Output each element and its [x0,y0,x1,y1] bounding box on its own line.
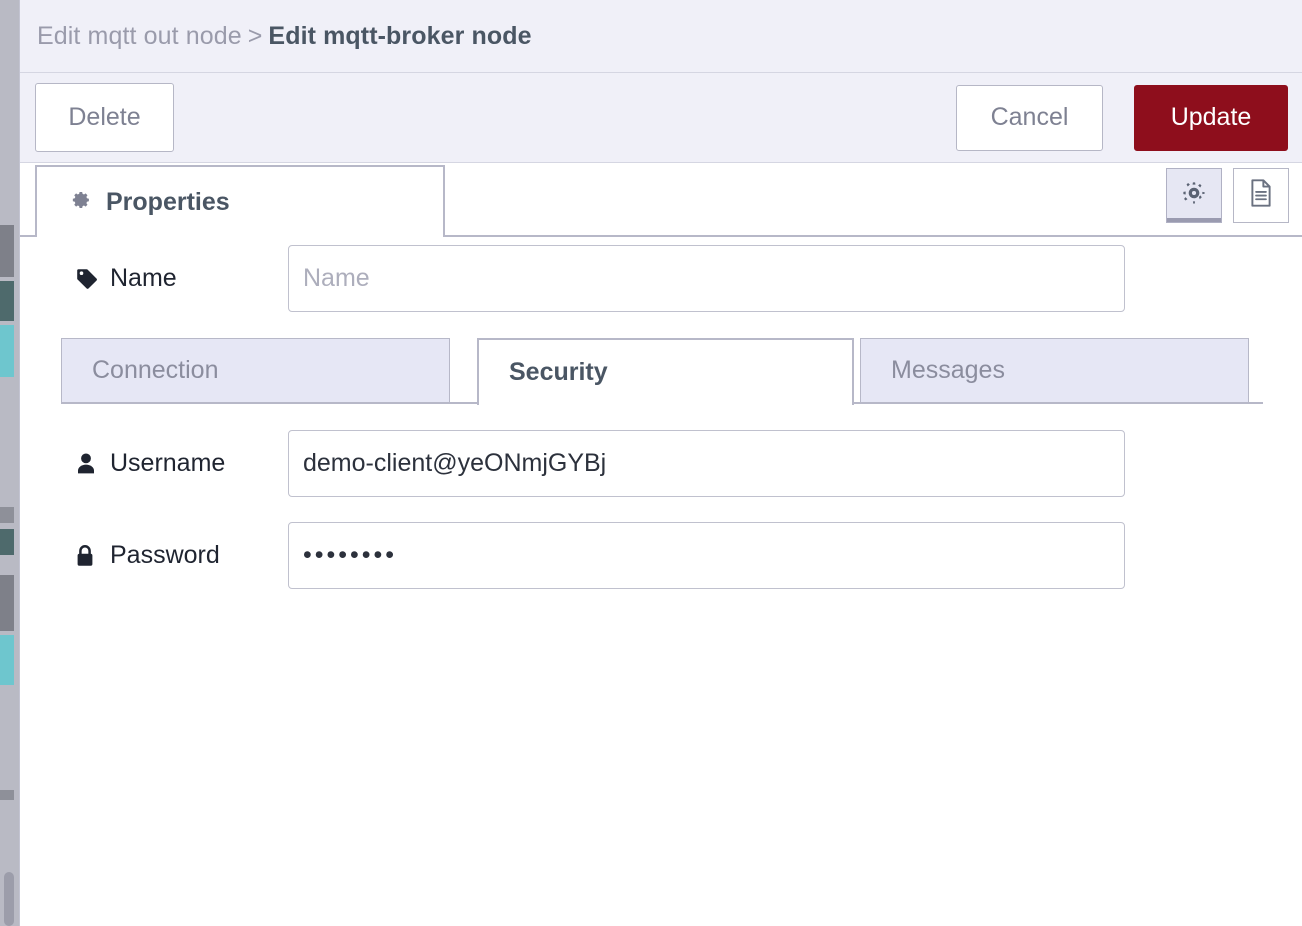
properties-tool-button[interactable] [1166,168,1222,223]
gear-icon [67,187,93,218]
canvas-node-fragment [0,529,14,555]
password-label: Password [75,541,288,570]
delete-button[interactable]: Delete [35,83,174,152]
form-row-password: Password [75,522,1125,589]
breadcrumb-parent[interactable]: Edit mqtt out node [37,21,242,50]
tab-properties[interactable]: Properties [35,165,445,237]
name-label: Name [75,264,288,293]
description-tool-button[interactable] [1233,168,1289,223]
dialog-tab-strip: Properties [20,163,1302,237]
canvas-node-fragment [0,281,14,321]
edit-node-dialog: Edit mqtt out node>Edit mqtt-broker node… [19,0,1302,926]
form-row-name: Name [75,245,1125,312]
breadcrumb-separator: > [247,21,263,50]
sub-tab-security-label: Security [509,358,608,386]
sub-tab-messages-label: Messages [891,356,1005,384]
name-label-text: Name [110,264,177,292]
breadcrumb-current: Edit mqtt-broker node [268,21,532,50]
gear-icon [1181,180,1207,211]
canvas-node-fragment [0,790,14,800]
canvas-node-fragment [0,507,14,523]
tab-strip-baseline [20,235,1302,237]
cancel-button[interactable]: Cancel [956,84,1103,151]
canvas-scrollbar-thumb[interactable] [4,872,14,926]
username-label: Username [75,449,288,478]
dialog-header: Edit mqtt out node>Edit mqtt-broker node [20,0,1302,73]
breadcrumb: Edit mqtt out node>Edit mqtt-broker node [37,22,532,51]
username-input[interactable] [288,430,1125,497]
canvas-node-fragment [0,225,14,277]
editor-canvas-sliver [0,0,19,926]
sub-tab-security[interactable]: Security [477,338,854,405]
dialog-tool-buttons [1166,168,1289,223]
user-icon [75,452,101,476]
name-input[interactable] [288,245,1125,312]
dialog-body: Name Connection Security Messages [20,237,1302,926]
form-row-username: Username [75,430,1125,497]
password-label-text: Password [110,541,220,569]
dialog-button-bar: Delete Cancel Update [20,73,1302,163]
password-input[interactable] [288,522,1125,589]
canvas-node-fragment [0,325,14,377]
broker-sub-tabs: Connection Security Messages [61,338,1263,405]
sub-tab-connection-label: Connection [92,356,219,384]
document-icon [1248,179,1274,212]
lock-icon [75,544,101,568]
canvas-node-fragment [0,575,14,631]
update-button[interactable]: Update [1134,84,1288,151]
tab-properties-label: Properties [106,187,230,216]
canvas-node-fragment [0,635,14,685]
sub-tab-connection[interactable]: Connection [61,338,450,403]
tag-icon [75,267,101,291]
sub-tab-messages[interactable]: Messages [860,338,1249,403]
username-label-text: Username [110,449,226,477]
